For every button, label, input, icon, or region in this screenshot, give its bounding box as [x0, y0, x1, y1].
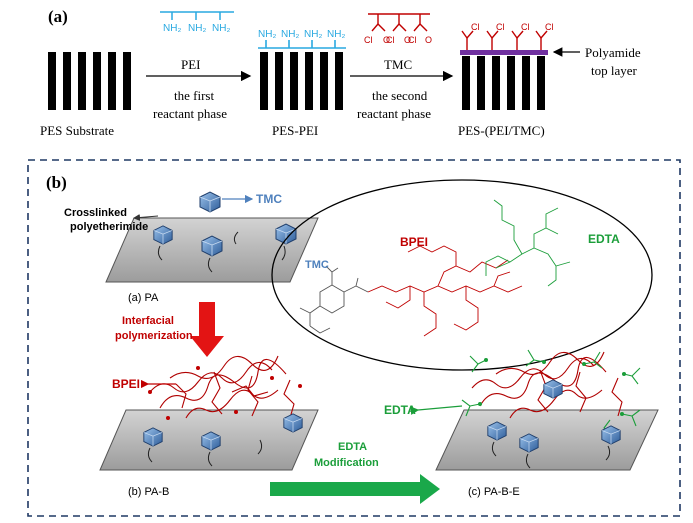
edta-callout-line — [410, 405, 463, 415]
crosslinked-label-1: Crosslinked — [64, 207, 127, 219]
legend-ellipse — [271, 179, 653, 371]
pa-tails — [157, 231, 286, 273]
ellipse-bpei: BPEI — [400, 235, 428, 249]
tmc-molecule-pa-3 — [201, 235, 223, 257]
polyamide-label-2: top layer — [591, 63, 638, 78]
tmc-molecule-pa-b-2 — [201, 431, 221, 451]
edta-ends-pa-b-e — [478, 358, 626, 416]
tmc-molecule-pa-b-e-1 — [487, 421, 507, 441]
pes-pei-amine-layer — [258, 40, 346, 49]
interfacial-label-1: Interfacial — [122, 315, 174, 327]
pes-pei-nh2-3: NH₂ — [304, 29, 322, 40]
pes-pei-nh2-1: NH₂ — [258, 29, 276, 40]
ppt-cl-2: Cl — [496, 22, 505, 32]
interfacial-arrow — [190, 302, 224, 357]
pa-b-e-tails — [491, 441, 611, 469]
arrow1-bottom-2: reactant phase — [153, 106, 227, 121]
interfacial-label-2: polymerization — [115, 330, 193, 342]
sub-c-label: (c) PA-B-E — [468, 486, 520, 498]
pes-substrate — [48, 52, 131, 110]
panel-a-label: (a) — [48, 7, 68, 26]
sub-a-label: (a) PA — [128, 292, 159, 304]
pes-substrate-label: PES Substrate — [40, 123, 114, 138]
tmc-molecule-pa-4 — [275, 223, 297, 245]
pei-nh2-2: NH₂ — [188, 23, 206, 34]
tmc-o-1: O — [383, 35, 390, 45]
arrow1-bottom-1: the first — [174, 88, 214, 103]
ellipse-tmc: TMC — [305, 259, 329, 271]
pa-b-tails — [147, 439, 263, 467]
pes-pei-stripes — [260, 52, 343, 110]
tmc-cl-1: Cl — [364, 35, 373, 45]
pes-pei-nh2-4: NH₂ — [327, 29, 345, 40]
chemical-structure — [299, 199, 571, 337]
tmc-cl-2: Cl — [386, 35, 395, 45]
pei-nh2-3: NH₂ — [212, 23, 230, 34]
edta-mod-label-1: EDTA — [338, 441, 367, 453]
ppt-cl-1: Cl — [471, 22, 480, 32]
bpei-callout: BPEI — [112, 377, 140, 391]
edta-callout: EDTA — [384, 403, 416, 417]
edta-mod-label-2: Modification — [314, 457, 379, 469]
bpei-network-pa-b — [149, 355, 295, 419]
sub-b-label: (b) PA-B — [128, 486, 169, 498]
tmc-molecule-pa-b-3 — [283, 413, 303, 433]
tmc-molecule-pa-b-e-4 — [601, 425, 621, 445]
ppt-cl-3: Cl — [521, 22, 530, 32]
pes-pei-tmc-acyl-groups — [461, 30, 548, 50]
pes-pei-label: PES-PEI — [272, 123, 318, 138]
crosslinked-pointer — [133, 214, 159, 221]
ellipse-edta: EDTA — [588, 232, 620, 246]
pei-nh2-1: NH₂ — [163, 23, 181, 34]
arrow2-bottom-1: the second — [372, 88, 428, 103]
arrow1-top: PEI — [181, 57, 201, 72]
ppt-cl-4: Cl — [545, 22, 554, 32]
plate-pa-b-e — [435, 409, 659, 471]
tmc-cl-3: Cl — [408, 35, 417, 45]
crosslinked-label-2: polyetherimide — [70, 221, 148, 233]
polyamide-label-1: Polyamide — [585, 45, 641, 60]
arrow2-bottom-2: reactant phase — [357, 106, 431, 121]
pes-pei-tmc-stripes — [462, 56, 545, 110]
polyamide-layer — [460, 50, 548, 55]
pes-pei-tmc-label: PES-(PEI/TMC) — [458, 123, 545, 138]
tmc-callout: TMC — [256, 192, 282, 206]
tmc-o-2: O — [404, 35, 411, 45]
pes-pei-nh2-2: NH₂ — [281, 29, 299, 40]
tmc-molecule-pa-2 — [153, 225, 173, 245]
pei-monomer — [160, 11, 234, 20]
panel-b-frame — [27, 159, 681, 517]
edta-modification-arrow — [270, 474, 440, 504]
tmc-molecule-pa-b-e-2 — [519, 433, 539, 453]
tmc-molecule-pa-1 — [199, 191, 221, 213]
tmc-o-3: O — [425, 35, 432, 45]
bpei-network-pa-b-e — [471, 351, 623, 419]
panel-b-label: (b) — [46, 173, 67, 192]
tmc-monomer — [368, 13, 430, 32]
tmc-molecule-pa-b-e-3 — [543, 379, 563, 399]
tmc-molecule-pa-b-1 — [143, 427, 163, 447]
arrow2-top: TMC — [384, 57, 412, 72]
